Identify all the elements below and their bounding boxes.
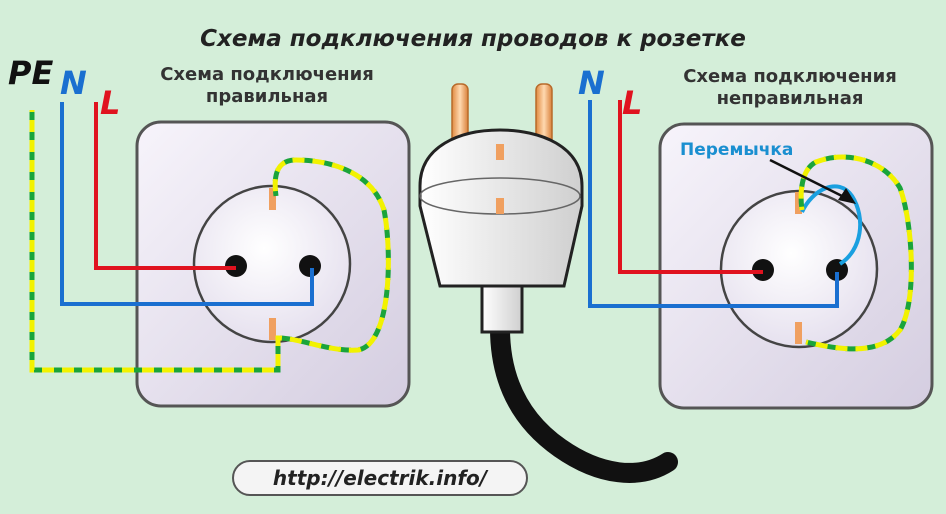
left-caption-line1: Схема подключения bbox=[160, 64, 374, 85]
right-phase-wire bbox=[618, 100, 763, 274]
n-label-left: N bbox=[60, 64, 87, 102]
left-caption-line2: правильная bbox=[205, 86, 329, 107]
right-wires bbox=[588, 100, 914, 352]
left-socket bbox=[135, 120, 411, 408]
n-label-right: N bbox=[578, 64, 605, 102]
diagram-title: Схема подключения проводов к розетке bbox=[200, 26, 746, 52]
jumper-wire bbox=[800, 184, 863, 266]
l-label-right: L bbox=[622, 84, 643, 122]
plug-cable bbox=[490, 318, 678, 483]
jumper-arrow bbox=[769, 158, 847, 200]
jumper-label: Перемычка bbox=[680, 140, 794, 160]
left-caption: Схема подключения правильная bbox=[152, 64, 382, 108]
right-caption-line1: Схема подключения bbox=[683, 66, 897, 87]
left-wires bbox=[29, 102, 391, 373]
left-earth-wire bbox=[29, 110, 391, 373]
pe-label: PE bbox=[8, 54, 54, 92]
site-url[interactable]: http://electrik.info/ bbox=[232, 460, 528, 496]
right-socket bbox=[658, 122, 934, 410]
right-neutral-wire bbox=[588, 100, 839, 308]
jumper-arrowhead bbox=[838, 188, 856, 204]
right-earth-wire bbox=[798, 154, 914, 352]
left-phase-wire bbox=[94, 102, 236, 270]
plug bbox=[418, 83, 678, 483]
right-caption-line2: неправильная bbox=[716, 88, 864, 109]
right-caption: Схема подключения неправильная bbox=[672, 66, 908, 110]
l-label-left: L bbox=[100, 84, 121, 122]
left-neutral-wire bbox=[60, 102, 314, 306]
